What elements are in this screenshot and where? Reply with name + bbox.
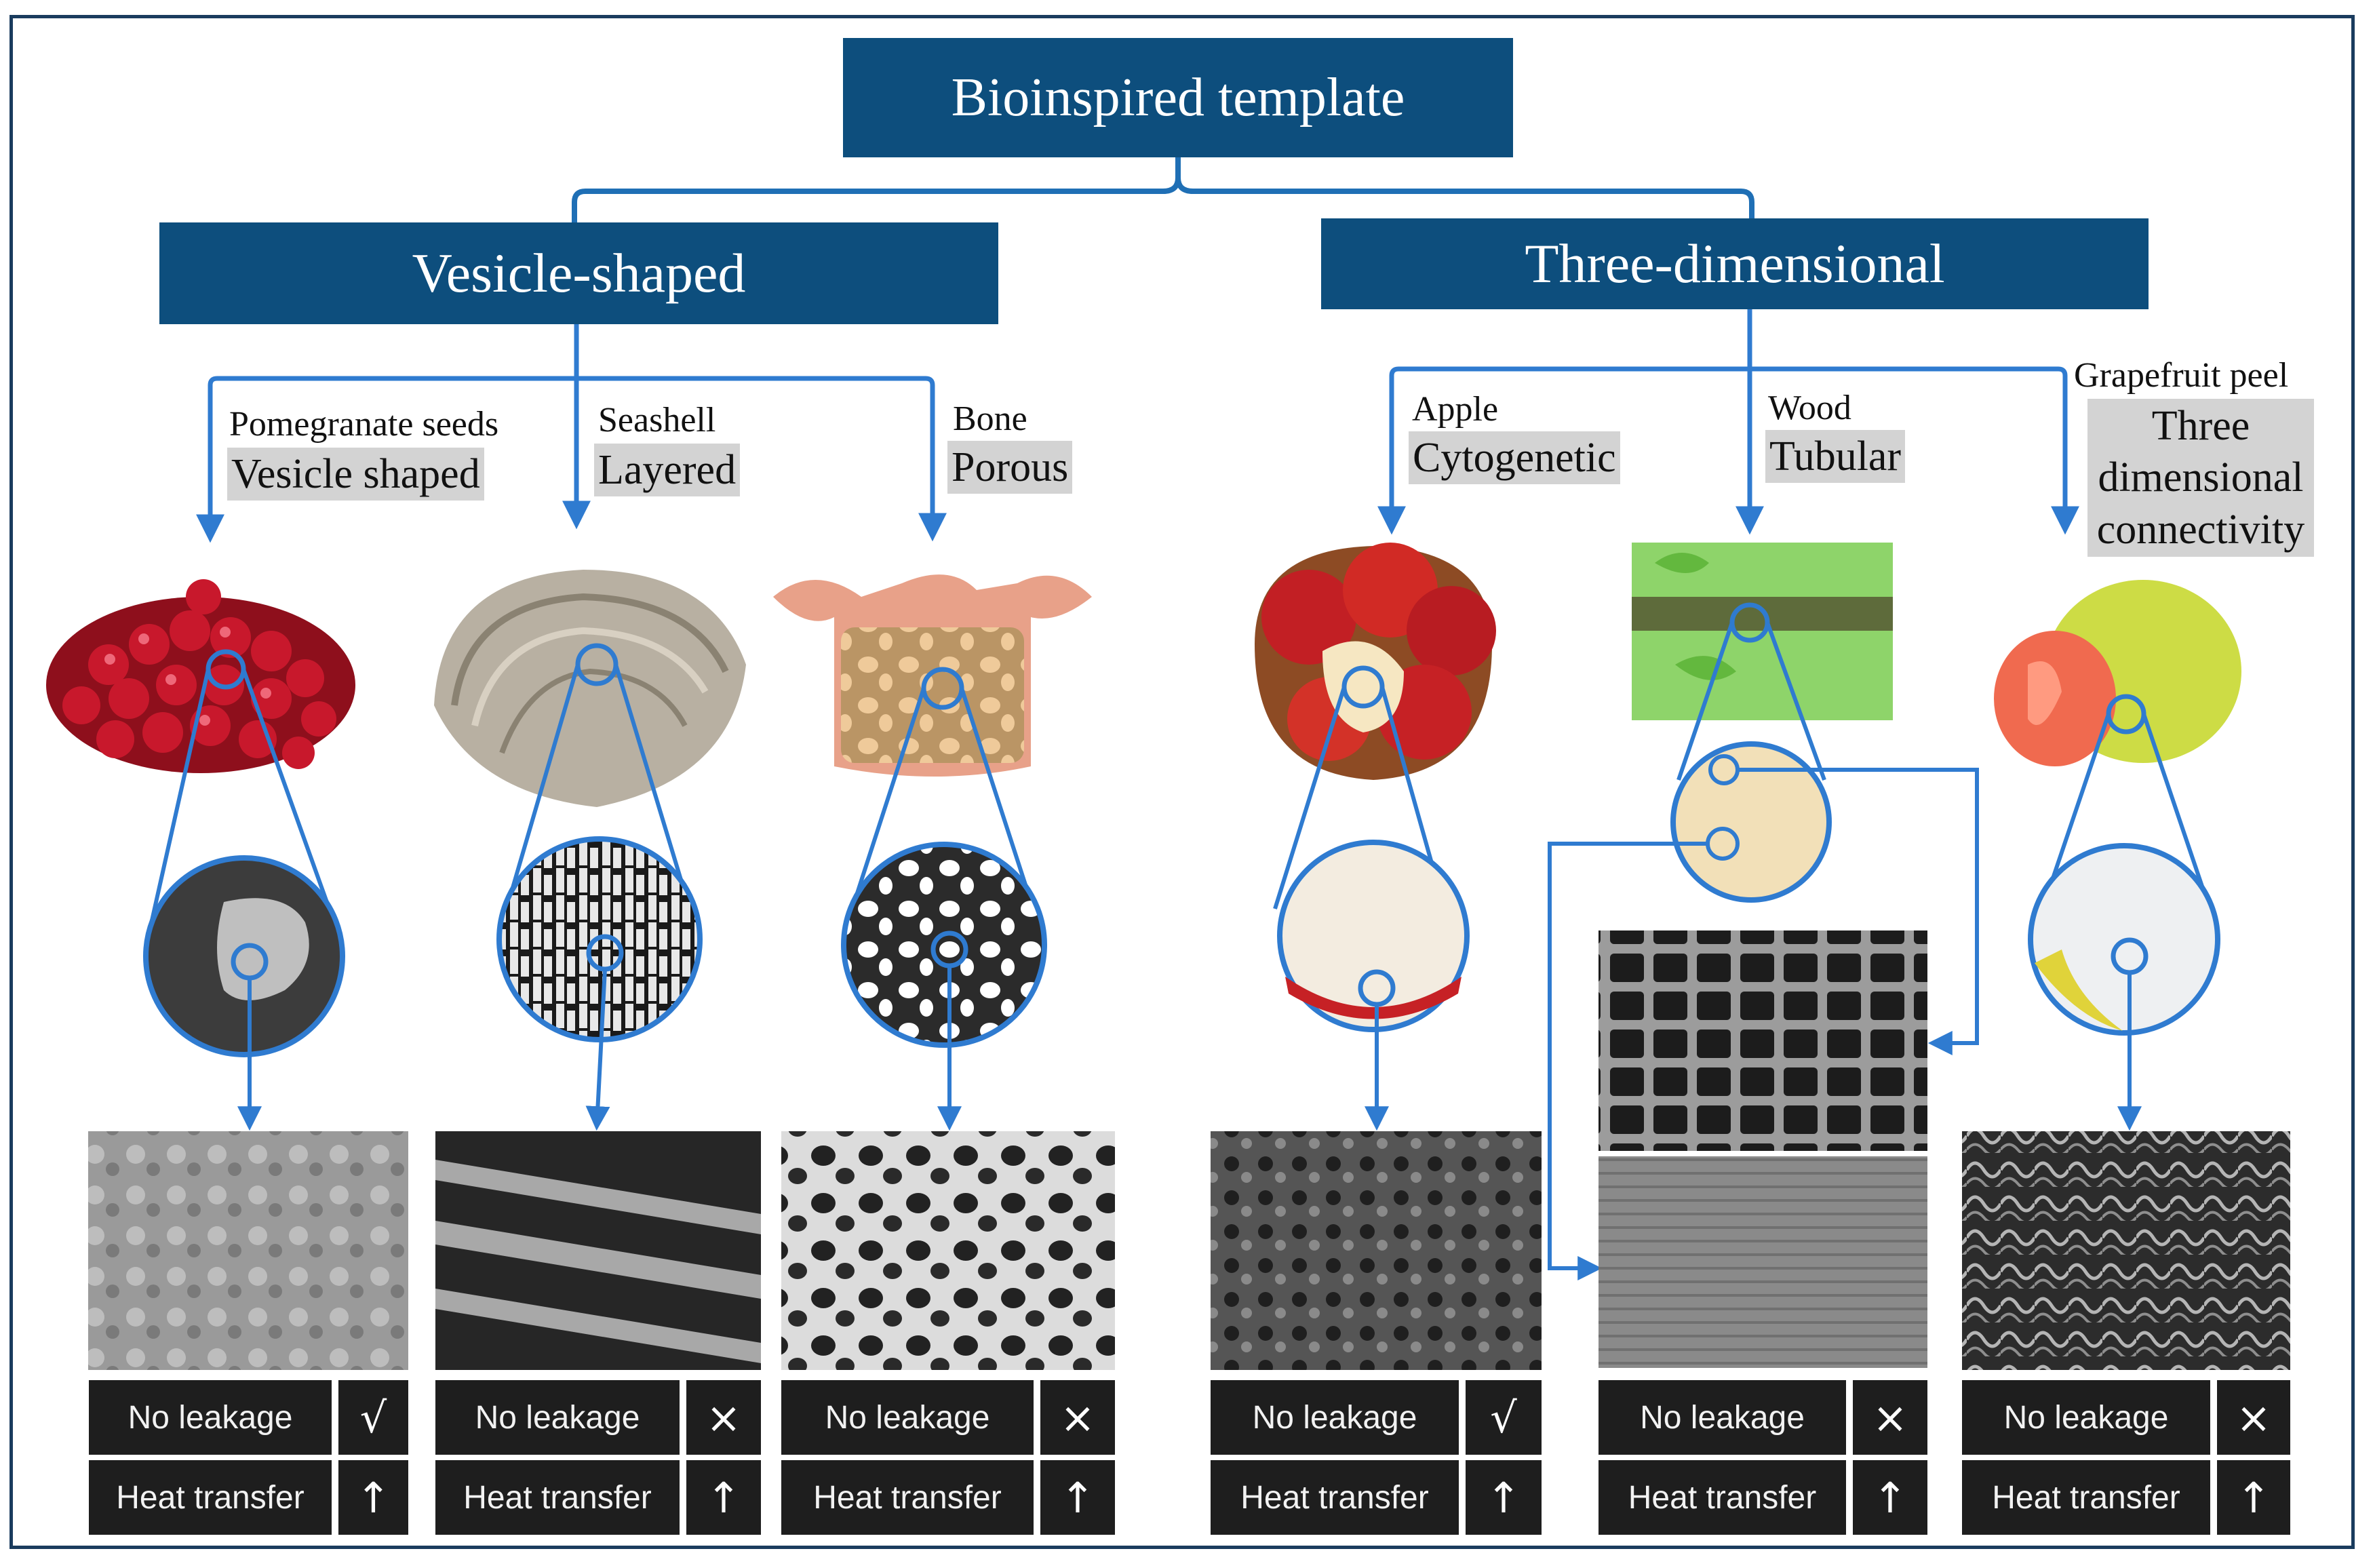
wood-illustration [1632, 543, 1893, 720]
no-leakage-value: × [1853, 1380, 1927, 1455]
arrow-wood-cross-section [1738, 768, 1979, 1055]
structure-tag: Porous [947, 441, 1073, 494]
wood-zoom-lines [1676, 621, 1826, 781]
branch-label-3d: Three-dimensional [1525, 233, 1945, 294]
root-title: Bioinspired template [951, 67, 1405, 128]
root-title-box: Bioinspired template [843, 38, 1513, 157]
pomegranate-zoom-lines [147, 668, 340, 934]
heat-transfer-value: ↑ [1466, 1460, 1542, 1535]
no-leakage-value: × [686, 1380, 761, 1455]
wood-sem-cross-section [1599, 930, 1927, 1151]
heat-transfer-label: Heat transfer [781, 1460, 1034, 1535]
heat-transfer-label: Heat transfer [89, 1460, 332, 1535]
no-leakage-label: No leakage [89, 1380, 332, 1455]
heat-transfer-value: ↑ [1040, 1460, 1115, 1535]
grapefruit-illustration [1994, 580, 2241, 766]
no-leakage-label: No leakage [1599, 1380, 1846, 1455]
source-label: Grapefruit peel [2074, 356, 2289, 395]
heat-transfer-value: ↑ [1853, 1460, 1927, 1535]
source-label: Bone [953, 399, 1027, 438]
no-leakage-value: √ [338, 1380, 408, 1455]
structure-tag: Tubular [1765, 430, 1906, 484]
heat-transfer-label: Heat transfer [435, 1460, 680, 1535]
branch-box-3d: Three-dimensional [1321, 218, 2149, 309]
top-bracket [572, 152, 1754, 222]
heat-transfer-value: ↑ [686, 1460, 761, 1535]
structure-tag: Vesicle shaped [227, 448, 484, 501]
structure-tag: Three dimensional connectivity [2087, 399, 2314, 557]
branch-label-vesicle: Vesicle-shaped [412, 242, 746, 304]
apple-flesh-closeup [1277, 840, 1470, 1032]
source-label: Seashell [598, 401, 716, 439]
heat-transfer-label: Heat transfer [1599, 1460, 1846, 1535]
apple-illustration [1255, 543, 1496, 780]
no-leakage-value: × [2217, 1380, 2290, 1455]
grapefruit-sem-image [1962, 1131, 2290, 1370]
arrow-bone [576, 376, 947, 542]
wood-closeup [1670, 741, 1832, 903]
seashell-zoom-lines [503, 664, 694, 916]
arrow-seashell-sem [585, 968, 610, 1131]
apple-sem-image [1211, 1131, 1542, 1370]
no-leakage-label: No leakage [781, 1380, 1034, 1455]
source-label: Pomegranate seeds [229, 405, 499, 444]
wood-sem-longitudinal [1599, 1156, 1927, 1368]
seashell-sem-image [435, 1131, 761, 1370]
bone-sem-image [781, 1131, 1115, 1370]
structure-tag: Cytogenetic [1409, 431, 1620, 485]
arrow-pomegranate [196, 376, 576, 543]
heat-transfer-label: Heat transfer [1962, 1460, 2210, 1535]
no-leakage-value: × [1040, 1380, 1115, 1455]
bone-illustration [773, 574, 1092, 777]
seashell-illustration [434, 570, 746, 807]
pomegranate-illustration [46, 579, 355, 773]
no-leakage-label: No leakage [1211, 1380, 1459, 1455]
structure-tag: Layered [594, 444, 741, 497]
source-label: Wood [1768, 389, 1851, 427]
heat-transfer-label: Heat transfer [1211, 1460, 1459, 1535]
arrow-apple [1377, 366, 1750, 535]
vesicle-schematic [143, 855, 345, 1057]
heat-transfer-value: ↑ [338, 1460, 408, 1535]
pomegranate-sem-image [88, 1131, 408, 1370]
layered-schematic [496, 836, 703, 1042]
no-leakage-label: No leakage [435, 1380, 680, 1455]
grapefruit-peel-closeup [2028, 843, 2220, 1036]
arrow-wood-longitudinal [1548, 842, 1708, 1280]
figure-frame [9, 15, 2355, 1549]
porous-schematic [841, 842, 1047, 1048]
heat-transfer-value: ↑ [2217, 1460, 2290, 1535]
arrow-grapefruit [1750, 366, 2079, 535]
branch-box-vesicle: Vesicle-shaped [159, 222, 998, 324]
no-leakage-value: √ [1466, 1380, 1542, 1455]
no-leakage-label: No leakage [1962, 1380, 2210, 1455]
source-label: Apple [1412, 390, 1499, 429]
